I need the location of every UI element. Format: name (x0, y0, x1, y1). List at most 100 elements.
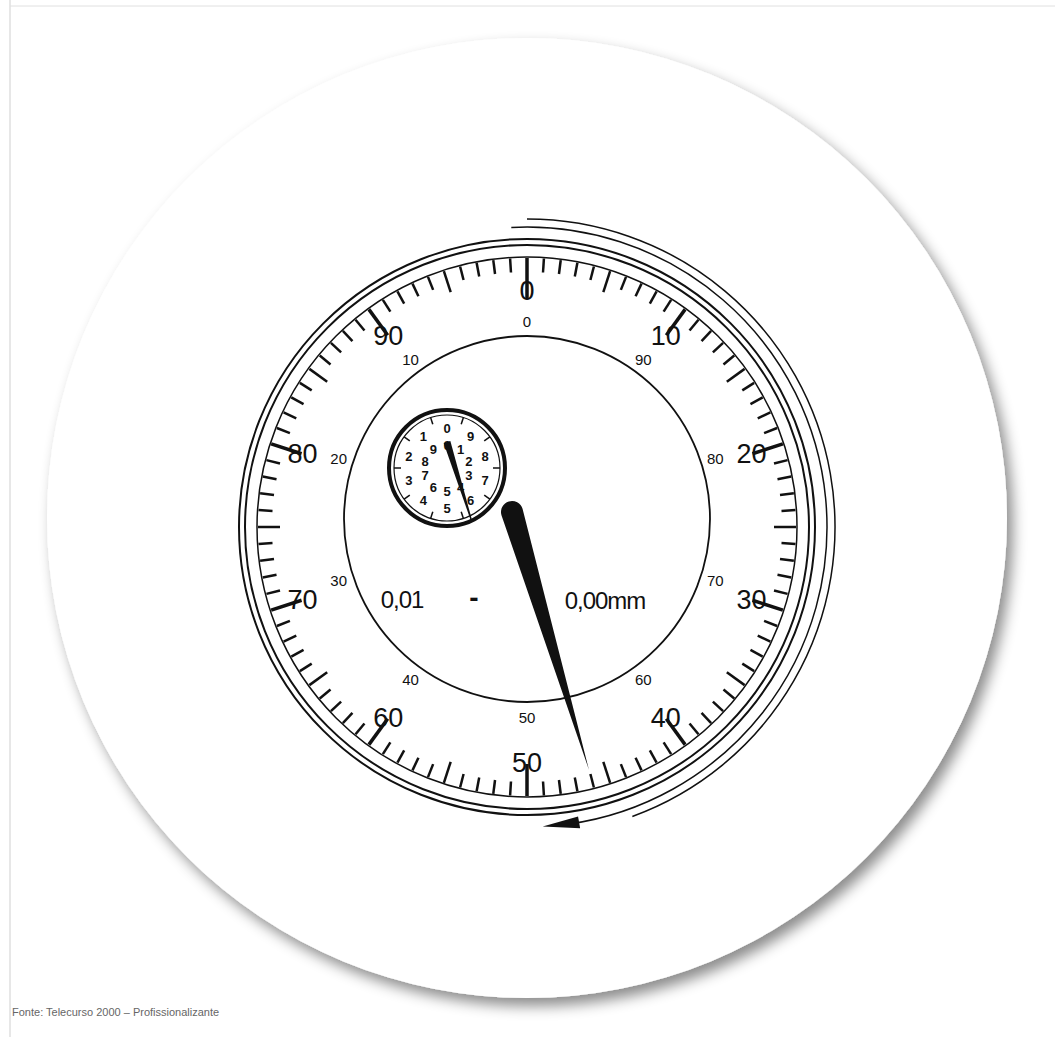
scale-tick (575, 777, 578, 791)
scale-tick (542, 259, 545, 273)
scale-tick (331, 702, 341, 712)
source-caption: Fonte: Telecurso 2000 – Profissionalizan… (12, 1006, 219, 1018)
scale-ring (257, 257, 797, 797)
reverse-scale-number: 50 (519, 710, 536, 725)
scale-tick (650, 291, 657, 303)
scale-tick (559, 260, 561, 274)
counter-outer-number: 7 (481, 474, 488, 487)
scale-tick (781, 509, 795, 512)
scale-tick (343, 331, 353, 341)
scale-number: 10 (651, 323, 681, 350)
scale-tick (690, 723, 699, 734)
scale-tick (477, 263, 480, 277)
bezel-ring (239, 239, 815, 815)
reverse-scale-number: 40 (402, 672, 419, 687)
counter-outer-number: 9 (467, 429, 474, 442)
scale-tick (277, 621, 290, 626)
inner-circle (344, 336, 710, 702)
scale-tick (444, 271, 451, 292)
scale-tick (263, 575, 277, 578)
scale-tick (397, 291, 404, 303)
scale-tick (774, 460, 788, 463)
scale-tick (559, 780, 561, 794)
scale-tick (727, 369, 745, 382)
scale-number: 90 (373, 323, 403, 350)
scale-tick (412, 758, 418, 771)
scale-tick (309, 369, 327, 382)
scale-tick (590, 774, 593, 788)
counter-outer-number: 5 (443, 502, 450, 515)
scale-tick (777, 477, 791, 480)
counter-outer-number: 4 (420, 494, 427, 507)
scale-tick (284, 636, 297, 642)
counter-tick (484, 437, 490, 441)
scale-tick (260, 559, 274, 561)
scale-number: 20 (736, 441, 766, 468)
scale-tick (356, 320, 365, 331)
scale-tick (277, 428, 290, 433)
scale-tick (428, 277, 433, 290)
scale-tick (603, 762, 610, 783)
scale-tick (284, 412, 297, 418)
dial-face (239, 219, 835, 828)
scale-tick (603, 271, 610, 292)
counter-outer-number: 0 (443, 422, 450, 435)
reverse-scale-number: 90 (635, 351, 652, 366)
scale-tick (621, 277, 626, 290)
counter-outer-number: 6 (467, 494, 474, 507)
counter-pointer (444, 441, 472, 519)
scale-tick (258, 526, 280, 529)
scale-tick (460, 774, 463, 788)
counter-inner-number: 4 (457, 480, 464, 493)
frame-line (10, 0, 11, 1037)
scale-tick (300, 664, 312, 672)
scale-tick (636, 758, 642, 771)
scale-tick (509, 259, 512, 273)
reverse-scale-number: 0 (523, 314, 531, 329)
scale-tick (750, 397, 762, 404)
scale-tick (259, 509, 273, 512)
counter-inner-number: 9 (430, 443, 437, 456)
scale-tick (331, 343, 341, 353)
scale-tick (758, 412, 771, 418)
reverse-scale-number: 20 (330, 450, 347, 465)
scale-tick (750, 650, 762, 657)
scale-tick (727, 672, 745, 685)
scale-tick (444, 762, 451, 783)
counter-inner-number: 8 (422, 454, 429, 467)
scale-tick (723, 690, 734, 699)
revolution-counter-ring (394, 415, 500, 521)
scale-tick (383, 742, 391, 754)
frame-line (10, 6, 1055, 7)
scale-tick (263, 477, 277, 480)
scale-tick (300, 383, 312, 391)
scale-tick (509, 781, 512, 795)
scale-tick (320, 356, 331, 365)
counter-tick (461, 512, 463, 519)
scale-tick (428, 764, 433, 777)
scale-tick (542, 781, 545, 795)
counter-tick (404, 495, 410, 499)
revolution-counter (389, 410, 505, 526)
scale-tick (713, 702, 723, 712)
scale-tick (764, 428, 777, 433)
scale-tick (477, 777, 480, 791)
dash-mark: - (469, 584, 478, 612)
counter-tick (461, 418, 463, 425)
scale-tick (780, 493, 794, 495)
scale-tick (781, 542, 795, 545)
reverse-scale-number: 30 (330, 573, 347, 588)
counter-tick (484, 495, 490, 499)
scale-tick (397, 750, 404, 762)
scale-number: 0 (519, 278, 534, 305)
scale-tick (777, 575, 791, 578)
main-pointer (501, 501, 589, 770)
scale-tick (356, 723, 365, 734)
scale-tick (383, 300, 391, 312)
scale-tick (764, 621, 777, 626)
scale-tick (774, 590, 788, 593)
counter-inner-number: 6 (430, 480, 437, 493)
